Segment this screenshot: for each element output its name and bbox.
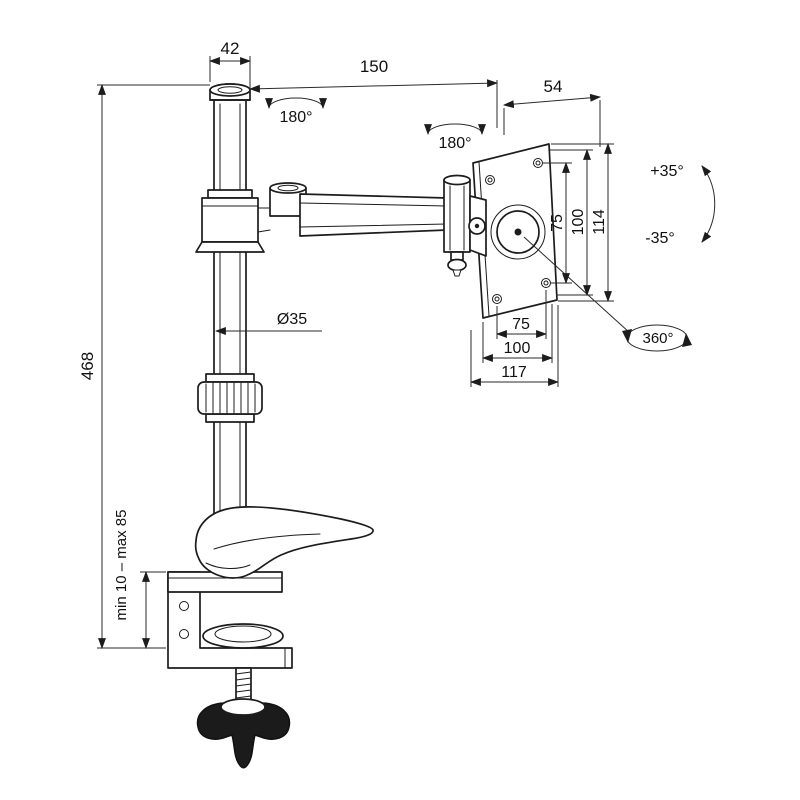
- dim-v75-group: [542, 161, 572, 285]
- dim-v114-group: [551, 142, 614, 303]
- pole-height-468-label: 468: [78, 352, 97, 380]
- ring-knurling: [205, 382, 256, 414]
- vesa-screw-holes: [485, 158, 551, 304]
- pole: [209, 83, 251, 531]
- plate-center-dot: [514, 228, 522, 236]
- tilt-up-angle-label: +35°: [650, 163, 684, 180]
- plate-width-117-label: 117: [501, 364, 527, 381]
- dim-v100-group: [550, 148, 593, 297]
- base-foot: [194, 506, 374, 579]
- arm-collar: [195, 189, 271, 253]
- dim-150-group: [248, 79, 499, 128]
- swivel-arm: [299, 193, 448, 237]
- vesa-horizontal-75-label: 75: [512, 316, 530, 333]
- clamp-screw-hole: [179, 629, 189, 639]
- plate-rotation-indicator: [523, 236, 692, 352]
- dimensions: 42 150 54 180° 180° +35° -35°: [78, 39, 716, 650]
- vesa-vertical-100-label: 100: [570, 209, 587, 236]
- pole-body: [213, 97, 247, 531]
- tilt-range-arc: [701, 165, 716, 243]
- vesa-plate: [472, 143, 558, 319]
- dim-42-label: 42: [221, 39, 240, 58]
- vesa-vertical-75-label: 75: [549, 214, 566, 232]
- plate-height-114-label: 114: [591, 209, 608, 235]
- pole-swivel-arc: [265, 97, 327, 110]
- dim-h100-group: [481, 304, 554, 363]
- dim-h117-group: [469, 305, 560, 387]
- clamp-range-label: min 10 – max 85: [113, 510, 130, 621]
- tilt-bracket: [468, 195, 487, 257]
- desk-clamp: [167, 571, 293, 769]
- dim-clamp-range-group: [140, 570, 166, 650]
- clamp-screw-hole: [179, 601, 189, 611]
- vesa-horizontal-100-label: 100: [504, 340, 531, 357]
- pole-swivel-angle-label: 180°: [279, 109, 312, 126]
- dim-54-label: 54: [544, 77, 563, 96]
- dim-150-label: 150: [360, 57, 388, 76]
- elbow-swivel-angle-label: 180°: [438, 135, 471, 152]
- elbow-swivel-arc: [424, 123, 486, 136]
- pole-diameter-label: Ø35: [277, 311, 307, 328]
- dim-54-group: [502, 93, 602, 147]
- dim-468-group: [97, 83, 210, 650]
- elbow-joint: [443, 174, 471, 277]
- dim-h75-group: [495, 290, 548, 339]
- plate-rotation-angle-label: 360°: [642, 330, 673, 347]
- knob-top-hub: [220, 698, 266, 716]
- height-adjust-ring: [197, 373, 263, 423]
- tilt-down-angle-label: -35°: [645, 230, 675, 247]
- clamp-wing-knob: [196, 700, 291, 769]
- elbow-screw: [447, 258, 467, 272]
